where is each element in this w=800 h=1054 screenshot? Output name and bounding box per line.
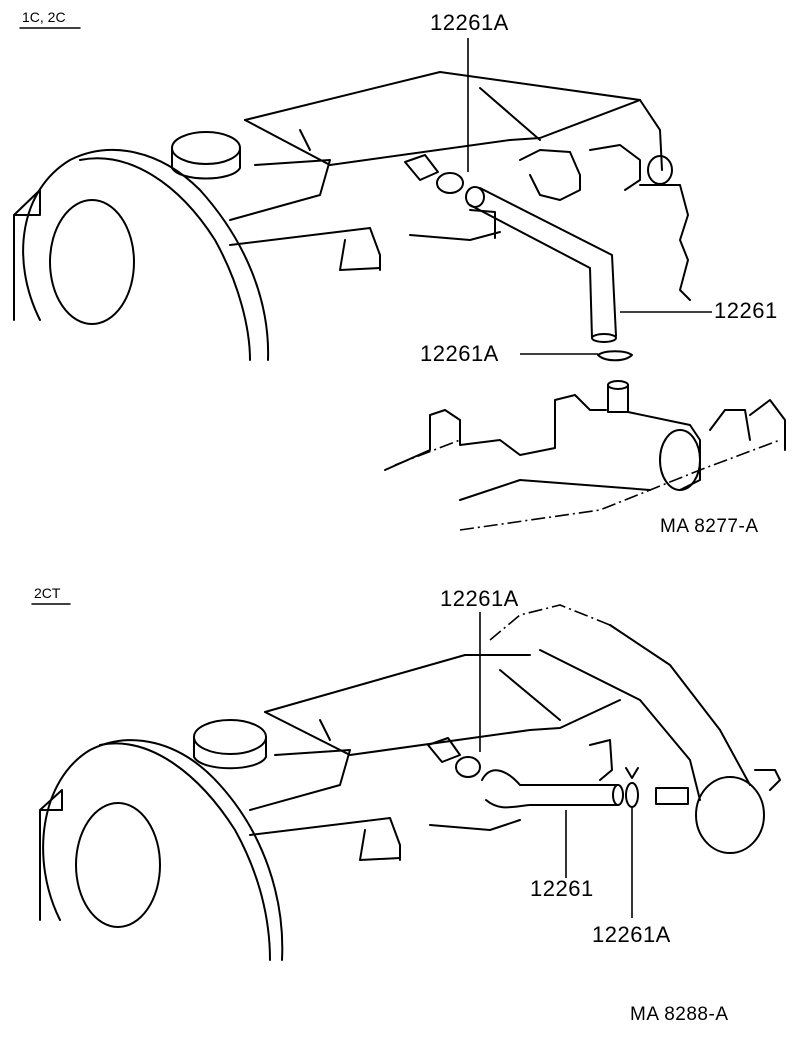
turbo-intake-pipe xyxy=(489,604,781,854)
hose-clamp-upper xyxy=(455,756,481,778)
head-boss-2 xyxy=(589,144,641,191)
callout-clamp-upper: 12261A xyxy=(440,586,519,611)
callout-clamp-upper: 12261A xyxy=(430,10,509,35)
valve-cover-top xyxy=(244,71,663,171)
leader-lines xyxy=(467,38,712,355)
hose-clamp-lower xyxy=(597,350,633,362)
intake-fitting xyxy=(404,154,464,194)
engine-label-2ct: 2CT xyxy=(34,585,61,601)
leader-lines xyxy=(479,612,633,918)
valve-cover-top xyxy=(264,654,531,713)
figure-code: MA 8277-A xyxy=(660,516,759,537)
callout-hose: 12261 xyxy=(530,876,594,901)
fan-shroud-inner xyxy=(99,742,271,961)
head-boss xyxy=(589,739,613,781)
valve-cover-edge xyxy=(244,99,641,166)
fan-shroud-inner xyxy=(79,157,251,361)
front-bracket xyxy=(39,789,63,921)
manifold-pipe-stub xyxy=(607,384,629,413)
engine-label-1c-2c: 1C, 2C xyxy=(22,9,66,25)
hose-12261 xyxy=(465,186,617,343)
turbo-pipe-end xyxy=(695,776,765,854)
oil-filler-cap xyxy=(171,131,241,165)
figure-code: MA 8288-A xyxy=(630,1004,729,1025)
callout-clamp-lower: 12261A xyxy=(592,922,671,947)
hose-clamp-upper xyxy=(436,172,464,194)
head-boss-1 xyxy=(519,149,581,201)
engine-body-illustration xyxy=(39,654,621,961)
oil-filler-cap xyxy=(193,719,267,755)
pipe-nipple xyxy=(655,787,689,805)
fan-shroud xyxy=(42,739,284,961)
fan-pulley xyxy=(49,199,135,325)
manifold-inlet xyxy=(659,429,701,491)
intake-fitting xyxy=(427,737,481,778)
fan-shroud xyxy=(22,149,270,361)
engine-body-illustration xyxy=(13,71,691,361)
head-plug xyxy=(647,155,673,185)
front-bracket xyxy=(13,189,41,321)
callout-hose: 12261 xyxy=(714,298,778,323)
section-1c-2c: 1C, 2C xyxy=(13,9,786,537)
hose-clamp-lower xyxy=(625,767,639,808)
intake-manifold xyxy=(384,380,786,531)
fan-pulley xyxy=(75,802,161,928)
section-2ct: 2CT xyxy=(31,585,781,1025)
hose-12261 xyxy=(481,769,624,809)
valve-cover-edge xyxy=(264,699,621,756)
callout-clamp-lower: 12261A xyxy=(420,341,499,366)
